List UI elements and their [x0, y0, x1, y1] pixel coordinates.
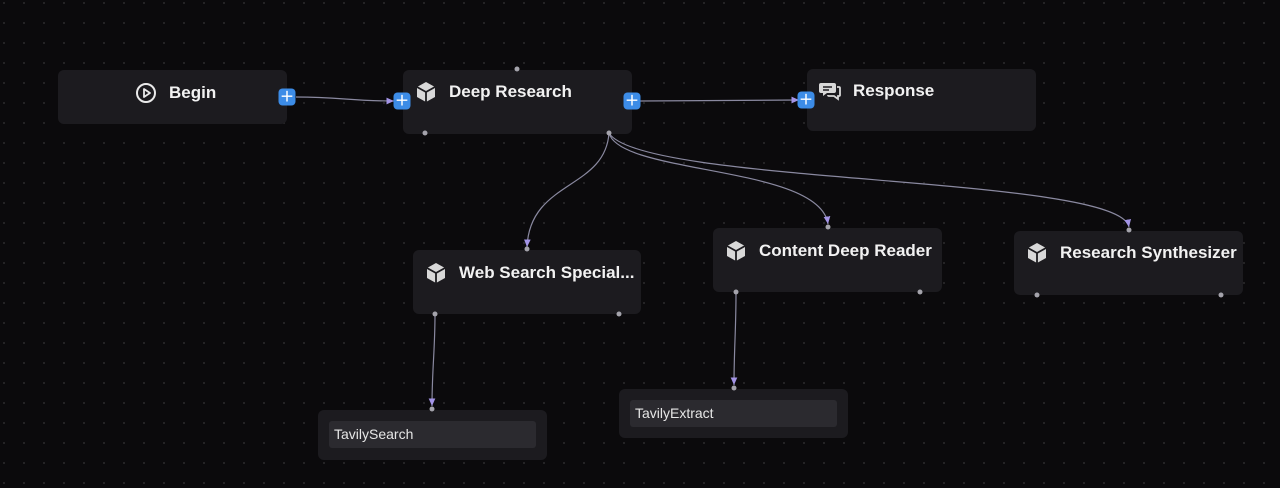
agent-cube-icon: [1026, 242, 1048, 264]
agent-cube-icon: [725, 240, 747, 262]
node-begin[interactable]: Begin: [58, 70, 287, 124]
node-deep-research-label: Deep Research: [449, 82, 572, 101]
handle-bottom-left[interactable]: [422, 130, 428, 136]
message-reply-icon: [819, 80, 841, 102]
tool-node-tavily-search[interactable]: TavilySearch: [318, 410, 547, 460]
add-node-button[interactable]: +: [393, 90, 411, 111]
agent-cube-icon: [425, 262, 447, 284]
handle-bottom-right[interactable]: [616, 311, 622, 317]
node-response-label: Response: [853, 81, 935, 100]
node-content-deep-reader[interactable]: Content Deep Reader: [713, 228, 942, 292]
node-web-search-specialist[interactable]: Web Search Special...: [413, 250, 641, 314]
edge-deep-research-to-web-search[interactable]: [523, 132, 610, 248]
handle-top[interactable]: [825, 224, 831, 230]
tool-chip-tavily-search[interactable]: TavilySearch: [329, 421, 536, 448]
play-circle-icon: [135, 82, 157, 104]
node-web-search-label: Web Search Special...: [459, 263, 635, 282]
handle-top[interactable]: [1126, 227, 1132, 233]
add-node-button[interactable]: +: [623, 90, 641, 111]
handle-bottom-right[interactable]: [917, 289, 923, 295]
handle-bottom-left[interactable]: [1034, 292, 1040, 298]
edge-web-search-to-tavily-search[interactable]: [428, 313, 436, 407]
handle-bottom-left[interactable]: [733, 289, 739, 295]
node-research-synthesizer[interactable]: Research Synthesizer: [1014, 231, 1243, 295]
node-content-reader-label: Content Deep Reader: [759, 241, 932, 260]
handle-bottom-right[interactable]: [606, 130, 612, 136]
handle-top[interactable]: [731, 385, 737, 391]
agent-cube-icon: [415, 81, 437, 103]
handle-top[interactable]: [524, 246, 530, 252]
node-synthesizer-label: Research Synthesizer: [1060, 243, 1237, 262]
edge-begin-to-deep-research[interactable]: [295, 96, 395, 105]
edge-content-reader-to-tavily-extract[interactable]: [730, 292, 738, 386]
add-node-button[interactable]: +: [797, 89, 815, 110]
handle-top[interactable]: [514, 66, 520, 72]
tool-chip-tavily-extract[interactable]: TavilyExtract: [630, 400, 837, 427]
edge-deep-research-to-content-reader[interactable]: [608, 132, 831, 225]
add-node-button[interactable]: +: [278, 86, 296, 107]
handle-bottom-right[interactable]: [1218, 292, 1224, 298]
edge-deep-research-to-response[interactable]: [639, 96, 800, 104]
node-begin-label: Begin: [169, 83, 217, 102]
tool-node-tavily-extract[interactable]: TavilyExtract: [619, 389, 848, 438]
node-deep-research[interactable]: Deep Research: [403, 70, 632, 134]
handle-top[interactable]: [429, 406, 435, 412]
handle-bottom-left[interactable]: [432, 311, 438, 317]
edge-deep-research-to-synthesizer[interactable]: [608, 132, 1131, 228]
node-response[interactable]: Response: [807, 69, 1036, 131]
